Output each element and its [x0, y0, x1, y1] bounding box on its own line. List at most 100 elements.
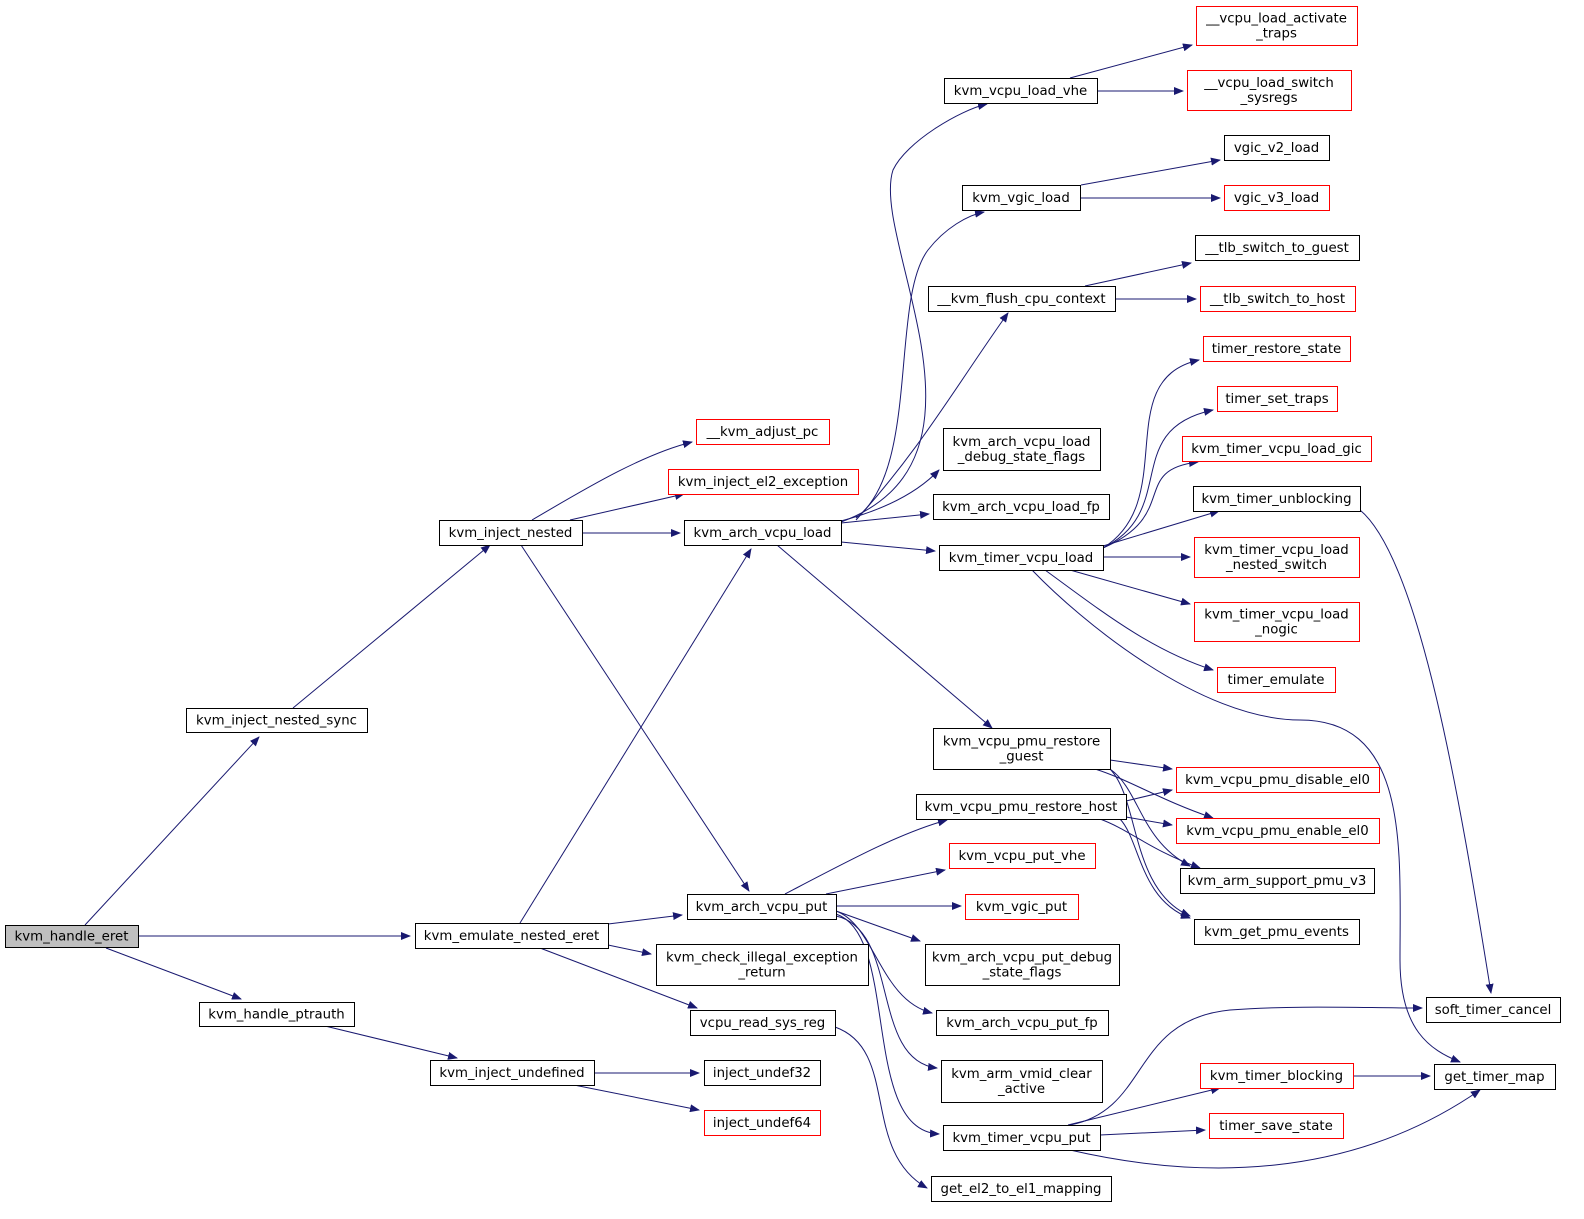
- edge-line: [840, 510, 930, 524]
- node-label: _active: [997, 1082, 1045, 1097]
- edge-line: [1069, 569, 1191, 606]
- node-timer-emulate[interactable]: timer_emulate: [1217, 667, 1336, 693]
- node-kvm-timer-vcpu-load-gic[interactable]: kvm_timer_vcpu_load_gic: [1182, 436, 1372, 462]
- edge-line: [1069, 1089, 1481, 1169]
- node-kvm-arm-vmid-clear-active[interactable]: kvm_arm_vmid_clear_active: [941, 1060, 1103, 1103]
- node-kvm-timer-vcpu-load-nested-switch[interactable]: kvm_timer_vcpu_load_nested_switch: [1194, 537, 1360, 578]
- node-label: _nested_switch: [1225, 558, 1327, 573]
- edge-n27-n47: [1099, 1126, 1206, 1136]
- node-kvm-timer-vcpu-put[interactable]: kvm_timer_vcpu_put: [943, 1125, 1101, 1151]
- node-box: [941, 1060, 1103, 1103]
- node-timer-save-state[interactable]: timer_save_state: [1209, 1113, 1344, 1139]
- node-vgic-v3-load[interactable]: vgic_v3_load: [1224, 185, 1330, 211]
- edge-n3-n5: [324, 1025, 458, 1060]
- node-tlb-switch-to-host[interactable]: __tlb_switch_to_host: [1200, 286, 1356, 312]
- node-kvm-get-pmu-events[interactable]: kvm_get_pmu_events: [1194, 919, 1360, 945]
- node-vgic-v2-load[interactable]: vgic_v2_load: [1224, 135, 1330, 161]
- node-box: [949, 843, 1096, 869]
- edge-n8-n18: [840, 510, 930, 524]
- edge-line: [520, 544, 750, 892]
- node-box: [931, 1176, 1112, 1202]
- node-kvm-check-illegal-exception-return[interactable]: kvm_check_illegal_exception_return: [656, 944, 869, 986]
- node-kvm-arch-vcpu-load[interactable]: kvm_arch_vcpu_load: [684, 520, 842, 546]
- edge-line: [607, 912, 683, 925]
- node-tlb-switch-to-guest[interactable]: __tlb_switch_to_guest: [1195, 235, 1360, 261]
- node-timer-set-traps[interactable]: timer_set_traps: [1217, 386, 1338, 412]
- node-kvm-handle-ptrauth[interactable]: kvm_handle_ptrauth: [199, 1002, 355, 1027]
- edge-line: [1094, 768, 1214, 819]
- node-kvm-timer-vcpu-load[interactable]: kvm_timer_vcpu_load: [939, 545, 1104, 571]
- node-kvm-vcpu-pmu-enable-el0[interactable]: kvm_vcpu_pmu_enable_el0: [1176, 818, 1380, 844]
- node-timer-restore-state[interactable]: timer_restore_state: [1203, 336, 1351, 362]
- node-kvm-adjust-pc[interactable]: __kvm_adjust_pc: [696, 419, 830, 445]
- node-vcpu-load-activate-traps[interactable]: __vcpu_load_activate_traps: [1196, 6, 1358, 46]
- edge-line: [539, 947, 698, 1009]
- node-kvm-handle-eret[interactable]: kvm_handle_eret: [5, 925, 139, 948]
- node-kvm-timer-blocking[interactable]: kvm_timer_blocking: [1200, 1063, 1354, 1089]
- node-box: [1194, 602, 1360, 642]
- edge-n9-n27: [835, 913, 940, 1138]
- node-label: _sysregs: [1239, 91, 1297, 106]
- node-kvm-vgic-put[interactable]: kvm_vgic_put: [965, 894, 1079, 920]
- node-kvm-timer-vcpu-load-nogic[interactable]: kvm_timer_vcpu_load_nogic: [1194, 602, 1360, 642]
- edge-line: [1044, 569, 1214, 672]
- edge-line: [1125, 816, 1173, 828]
- node-get-el2-to-el1-mapping[interactable]: get_el2_to_el1_mapping: [931, 1176, 1112, 1202]
- node-kvm-inject-undefined[interactable]: kvm_inject_undefined: [430, 1060, 595, 1086]
- node-kvm-inject-el2-exception[interactable]: kvm_inject_el2_exception: [668, 469, 859, 495]
- node-vcpu-read-sys-reg[interactable]: vcpu_read_sys_reg: [690, 1010, 836, 1036]
- edge-n9-n26: [835, 915, 938, 1071]
- edge-n19-n40: [1069, 569, 1191, 606]
- node-box: [1180, 868, 1375, 894]
- node-kvm-arch-vcpu-put-fp[interactable]: kvm_arch_vcpu_put_fp: [936, 1010, 1109, 1036]
- node-kvm-flush-cpu-context[interactable]: __kvm_flush_cpu_context: [928, 286, 1116, 312]
- node-kvm-arch-vcpu-put-debug-state-flags[interactable]: kvm_arch_vcpu_put_debug_state_flags: [925, 944, 1120, 986]
- node-label: __vcpu_load_switch: [1203, 76, 1334, 91]
- node-box: [1176, 767, 1380, 793]
- node-kvm-emulate-nested-eret[interactable]: kvm_emulate_nested_eret: [415, 923, 609, 949]
- node-vcpu-load-switch-sysregs[interactable]: __vcpu_load_switch_sysregs: [1187, 70, 1352, 111]
- edge-line: [834, 1026, 928, 1189]
- node-kvm-arch-vcpu-load-fp[interactable]: kvm_arch_vcpu_load_fp: [933, 494, 1110, 520]
- edge-line: [573, 1084, 700, 1113]
- node-label: kvm_vcpu_pmu_disable_el0: [1185, 773, 1370, 788]
- node-kvm-arch-vcpu-put[interactable]: kvm_arch_vcpu_put: [687, 894, 837, 920]
- node-kvm-vcpu-pmu-restore-guest[interactable]: kvm_vcpu_pmu_restore_guest: [933, 728, 1111, 770]
- node-inject-undef64[interactable]: inject_undef64: [704, 1110, 821, 1136]
- node-box: [928, 286, 1116, 312]
- node-label: kvm_arch_vcpu_put_fp: [946, 1016, 1097, 1031]
- node-label: timer_set_traps: [1225, 392, 1328, 407]
- node-kvm-vcpu-pmu-disable-el0[interactable]: kvm_vcpu_pmu_disable_el0: [1176, 767, 1380, 793]
- node-kvm-inject-nested[interactable]: kvm_inject_nested: [439, 520, 583, 546]
- node-kvm-vcpu-pmu-restore-host[interactable]: kvm_vcpu_pmu_restore_host: [916, 794, 1127, 820]
- edge-line: [855, 209, 985, 519]
- node-box: [1200, 1063, 1354, 1089]
- node-box: [962, 185, 1081, 211]
- edge-n20-n44: [1109, 768, 1191, 867]
- node-kvm-vgic-load[interactable]: kvm_vgic_load: [962, 185, 1081, 211]
- node-label: kvm_emulate_nested_eret: [424, 929, 599, 944]
- edge-n20-n42: [1109, 759, 1173, 772]
- node-box: [684, 520, 842, 546]
- node-kvm-vcpu-put-vhe[interactable]: kvm_vcpu_put_vhe: [949, 843, 1096, 869]
- edge-line: [840, 469, 940, 522]
- node-kvm-arm-support-pmu-v3[interactable]: kvm_arm_support_pmu_v3: [1180, 868, 1375, 894]
- node-label: kvm_vgic_put: [976, 900, 1067, 915]
- node-kvm-vcpu-load-vhe[interactable]: kvm_vcpu_load_vhe: [944, 78, 1098, 104]
- node-inject-undef32[interactable]: inject_undef32: [704, 1060, 821, 1086]
- node-kvm-arch-vcpu-load-debug-state-flags[interactable]: kvm_arch_vcpu_load_debug_state_flags: [943, 428, 1101, 471]
- edge-line: [1099, 818, 1201, 869]
- node-soft-timer-cancel[interactable]: soft_timer_cancel: [1426, 997, 1561, 1023]
- edge-n27-n49: [1069, 1089, 1481, 1169]
- node-label: kvm_get_pmu_events: [1204, 925, 1349, 940]
- node-kvm-inject-nested-sync[interactable]: kvm_inject_nested_sync: [186, 708, 368, 733]
- edge-n21-n45: [1119, 818, 1191, 919]
- edge-n0-n1: [84, 736, 260, 926]
- node-get-timer-map[interactable]: get_timer_map: [1434, 1064, 1556, 1090]
- edge-n20-n43: [1094, 768, 1214, 819]
- edge-n14-n29: [1069, 43, 1193, 79]
- node-label: vgic_v3_load: [1234, 191, 1319, 206]
- edge-line: [840, 102, 988, 523]
- edge-line: [1102, 509, 1220, 547]
- node-kvm-timer-unblocking[interactable]: kvm_timer_unblocking: [1193, 486, 1361, 512]
